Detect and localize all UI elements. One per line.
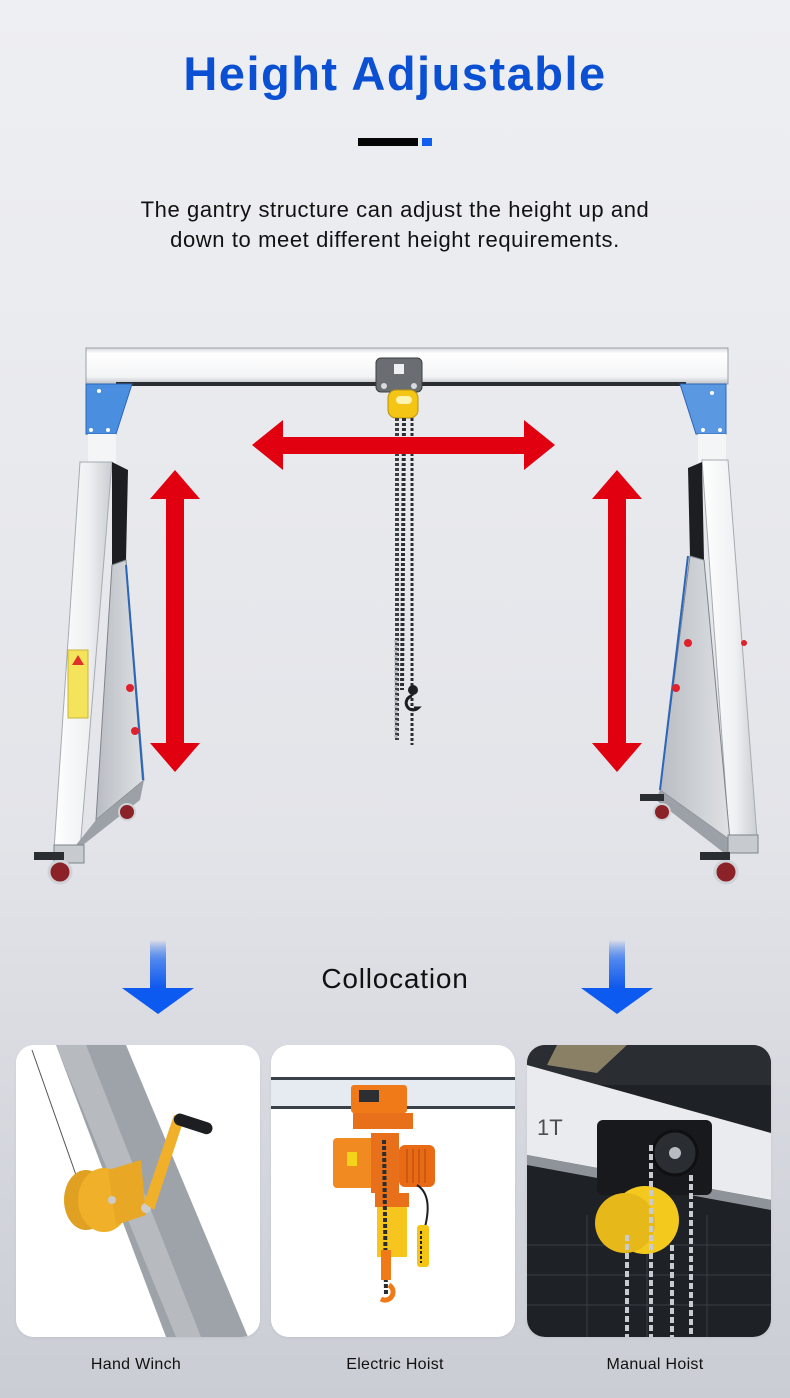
right-vertical-double-arrow-icon	[592, 470, 642, 772]
collocation-heading: Collocation	[321, 963, 469, 994]
title-underline-dot	[422, 138, 432, 146]
manual-hoist-card: 1T	[527, 1045, 771, 1337]
description: The gantry structure can adjust the heig…	[0, 195, 790, 255]
title-underline-bar	[358, 138, 418, 146]
manual-hoist-label: Manual Hoist	[606, 1356, 704, 1373]
description-line-1: The gantry structure can adjust the heig…	[140, 197, 650, 222]
electric-hoist-label: Electric Hoist	[346, 1356, 444, 1373]
beam-marking: 1T	[537, 1115, 563, 1140]
hand-winch-card	[16, 1045, 260, 1337]
left-vertical-double-arrow-icon	[150, 470, 200, 772]
down-arrow-left-icon	[122, 940, 194, 1014]
page-title: Height Adjustable	[183, 47, 607, 100]
down-arrow-right-icon	[581, 940, 653, 1014]
electric-hoist-card	[271, 1045, 515, 1337]
hand-winch-label: Hand Winch	[90, 1356, 182, 1373]
description-line-2: down to meet different height requiremen…	[170, 227, 620, 252]
hand-winch-image	[16, 1045, 260, 1337]
gantry-crane-image	[0, 330, 790, 910]
electric-hoist-image	[271, 1045, 515, 1337]
manual-hoist-image: 1T	[527, 1045, 771, 1337]
horizontal-double-arrow-icon	[252, 420, 555, 470]
